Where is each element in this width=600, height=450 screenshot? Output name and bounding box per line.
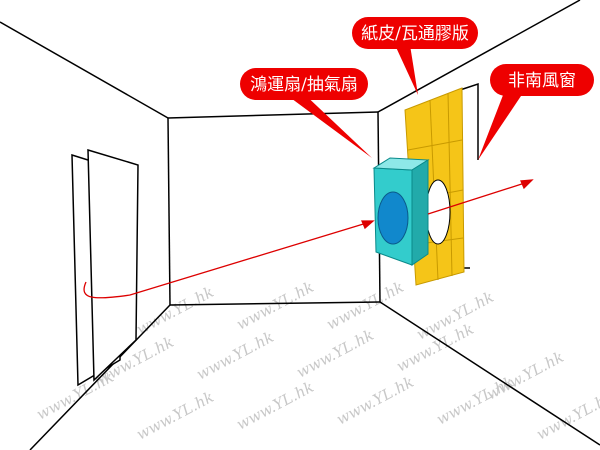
exhaust-fan xyxy=(372,157,430,266)
watermark-text: www.YL.hk xyxy=(323,278,406,334)
watermark-text: www.YL.hk xyxy=(233,278,316,334)
watermark-text: www.YL.hk xyxy=(333,373,416,429)
callout-panel: 紙皮/瓦通膠版 xyxy=(352,17,478,95)
label-window: 非南風窗 xyxy=(508,71,576,91)
watermark-text: www.YL.hk xyxy=(433,373,516,429)
door xyxy=(71,148,139,387)
callout-fan: 鴻運扇/抽氣扇 xyxy=(240,68,372,158)
airflow-arrow xyxy=(83,179,534,299)
watermark-text: www.YL.hk xyxy=(133,388,216,444)
watermark-text: www.YL.hk xyxy=(293,326,376,382)
watermark-text: www.YL.hk xyxy=(533,388,600,444)
watermark-text: www.YL.hk xyxy=(233,378,316,434)
callout-window: 非南風窗 xyxy=(478,64,594,160)
watermark-text: www.YL.hk xyxy=(33,368,116,424)
watermark-text: www.YL.hk xyxy=(193,328,276,384)
label-fan: 鴻運扇/抽氣扇 xyxy=(250,75,358,95)
label-panel: 紙皮/瓦通膠版 xyxy=(361,24,469,44)
